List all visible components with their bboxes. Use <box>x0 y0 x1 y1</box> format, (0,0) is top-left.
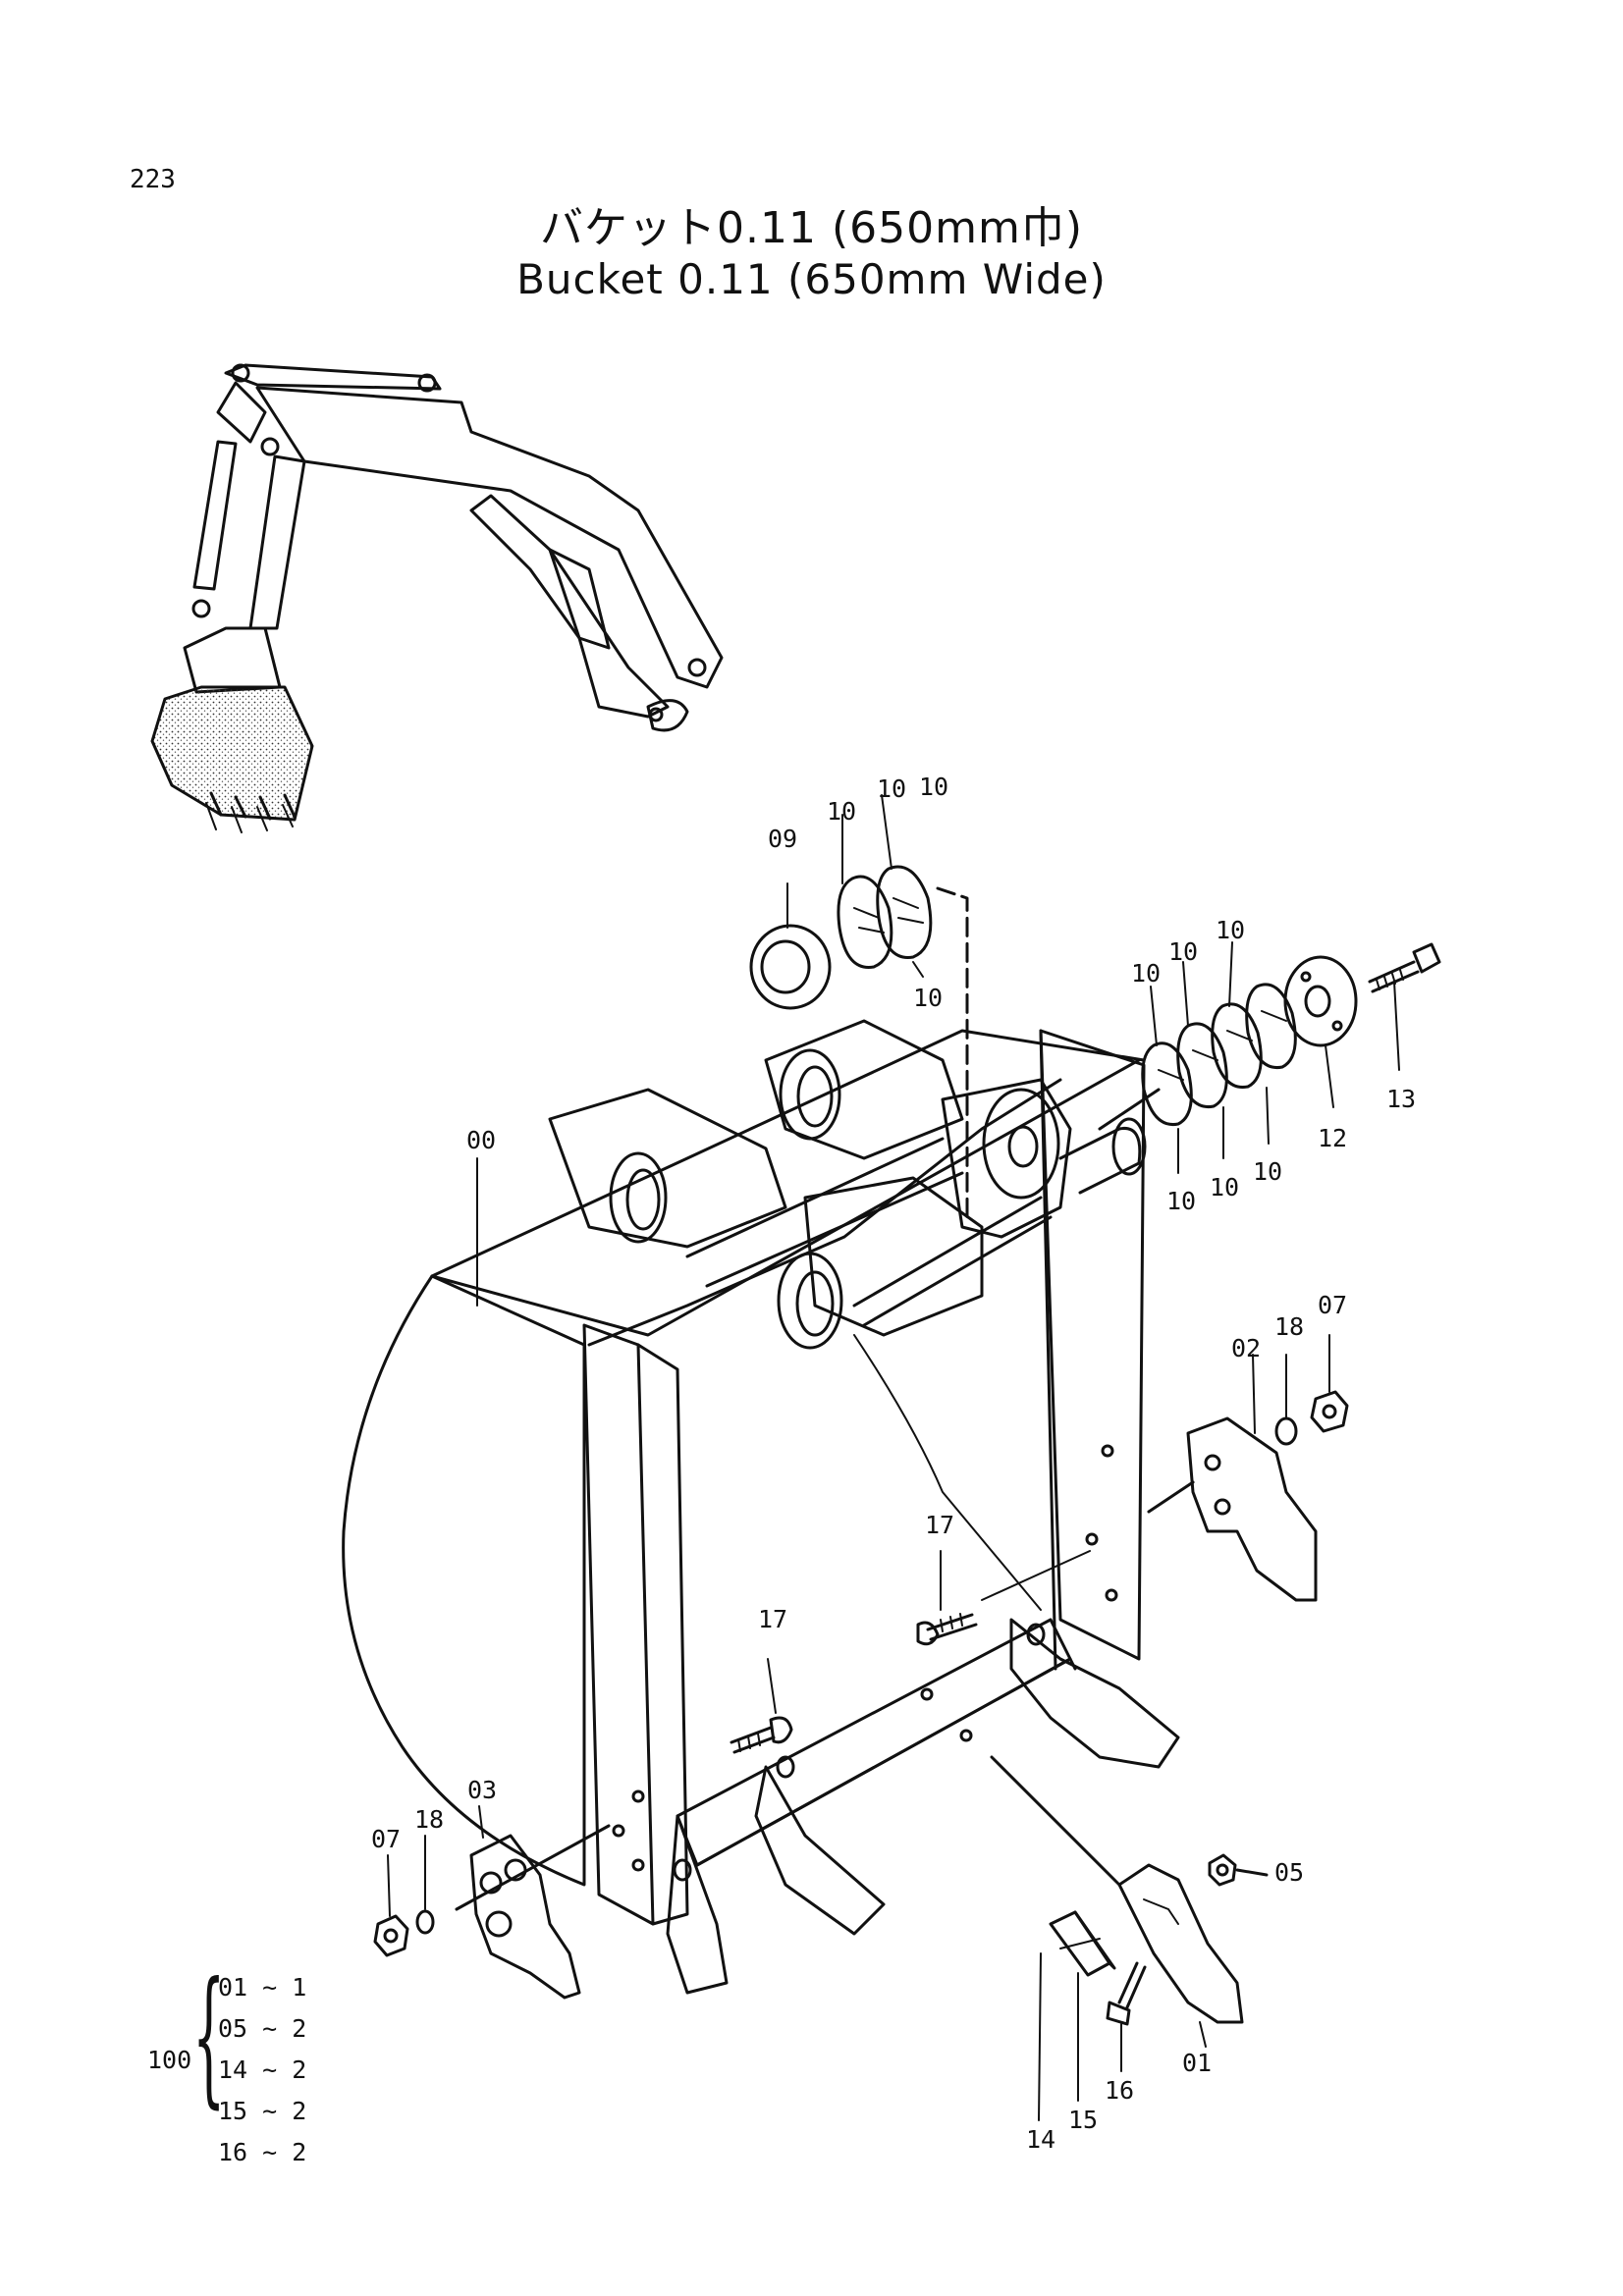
pin-14-15 <box>1049 1910 1116 1977</box>
callout-10a: 10 <box>827 797 856 826</box>
washer-18-right <box>1274 1416 1298 1446</box>
callout-10f: 10 <box>1216 916 1245 944</box>
shim-set-right <box>1141 983 1297 1127</box>
nut-05 <box>1208 1853 1237 1887</box>
shim-set-left <box>837 865 933 969</box>
side-cutter-03 <box>469 1834 581 2000</box>
callout-10j: 10 <box>919 773 948 801</box>
callout-12: 12 <box>1318 1124 1347 1152</box>
bucket-body <box>342 1019 1180 1995</box>
kit-contents-list: 01 ~ 1 05 ~ 2 14 ~ 2 15 ~ 2 16 ~ 2 <box>218 1967 306 2173</box>
kit-item: 01 ~ 1 <box>218 1973 307 2002</box>
callout-02: 02 <box>1231 1334 1261 1362</box>
nut-07-left <box>373 1914 409 1957</box>
nut-07-right <box>1310 1390 1349 1433</box>
tooth-01 <box>1117 1863 1244 2024</box>
pin-axis-line-right <box>1098 1088 1161 1131</box>
side-cutter-02 <box>1186 1416 1318 1602</box>
callout-10g: 10 <box>1166 1187 1196 1215</box>
pin-axis-line-left <box>936 886 969 1219</box>
side-cutter-02-line <box>1147 1480 1195 1514</box>
nut-05-leader <box>1235 1868 1269 1877</box>
tooth-01-line <box>990 1755 1121 1887</box>
callout-labels: 00 09 10 10 10 10 10 10 10 10 10 12 13 0… <box>371 773 1416 2154</box>
title-japanese: バケット0.11 (650mm巾) <box>540 203 1083 253</box>
bolt-16 <box>1106 1961 1147 2026</box>
callout-17-lower: 17 <box>758 1605 787 1633</box>
callout-09: 09 <box>768 825 797 853</box>
callout-15: 15 <box>1068 2106 1098 2134</box>
bolt-13 <box>1368 942 1441 993</box>
callout-13: 13 <box>1386 1085 1416 1113</box>
kit-item: 15 ~ 2 <box>218 2097 307 2125</box>
callout-18-left: 18 <box>414 1805 444 1834</box>
kit-item: 05 ~ 2 <box>218 2014 307 2043</box>
title-english: Bucket 0.11 (650mm Wide) <box>516 255 1107 303</box>
washer-18-left <box>415 1909 435 1935</box>
callout-18-right: 18 <box>1274 1312 1304 1341</box>
callout-16: 16 <box>1105 2076 1134 2105</box>
side-cutter-03-line <box>455 1824 611 1911</box>
bolt-17-lower <box>730 1716 793 1754</box>
callout-10e: 10 <box>1168 937 1198 966</box>
callout-01: 01 <box>1182 2049 1212 2077</box>
callout-07-right: 07 <box>1318 1291 1347 1319</box>
callout-10i: 10 <box>1253 1157 1282 1186</box>
leader-lines <box>387 794 1400 2121</box>
kit-item: 14 ~ 2 <box>218 2056 307 2084</box>
page-number: 223 <box>130 165 176 194</box>
callout-17-upper: 17 <box>925 1511 954 1539</box>
callout-10c: 10 <box>913 984 943 1012</box>
plate-12 <box>1283 955 1358 1047</box>
kit-brace: { <box>192 1951 226 2122</box>
callout-03: 03 <box>467 1776 497 1804</box>
callout-07-left: 07 <box>371 1825 401 1853</box>
kit-number: 100 <box>147 2046 192 2074</box>
callout-05: 05 <box>1274 1858 1304 1887</box>
callout-10d: 10 <box>1131 959 1161 988</box>
bolt-17-upper <box>916 1550 1091 1646</box>
callout-10h: 10 <box>1210 1173 1239 1201</box>
callout-10b: 10 <box>877 774 906 803</box>
callout-14: 14 <box>1026 2125 1055 2154</box>
callout-00: 00 <box>466 1126 496 1154</box>
kit-item: 16 ~ 2 <box>218 2138 307 2166</box>
excavator-arm-overview <box>150 363 724 833</box>
bushing-09 <box>749 924 832 1010</box>
